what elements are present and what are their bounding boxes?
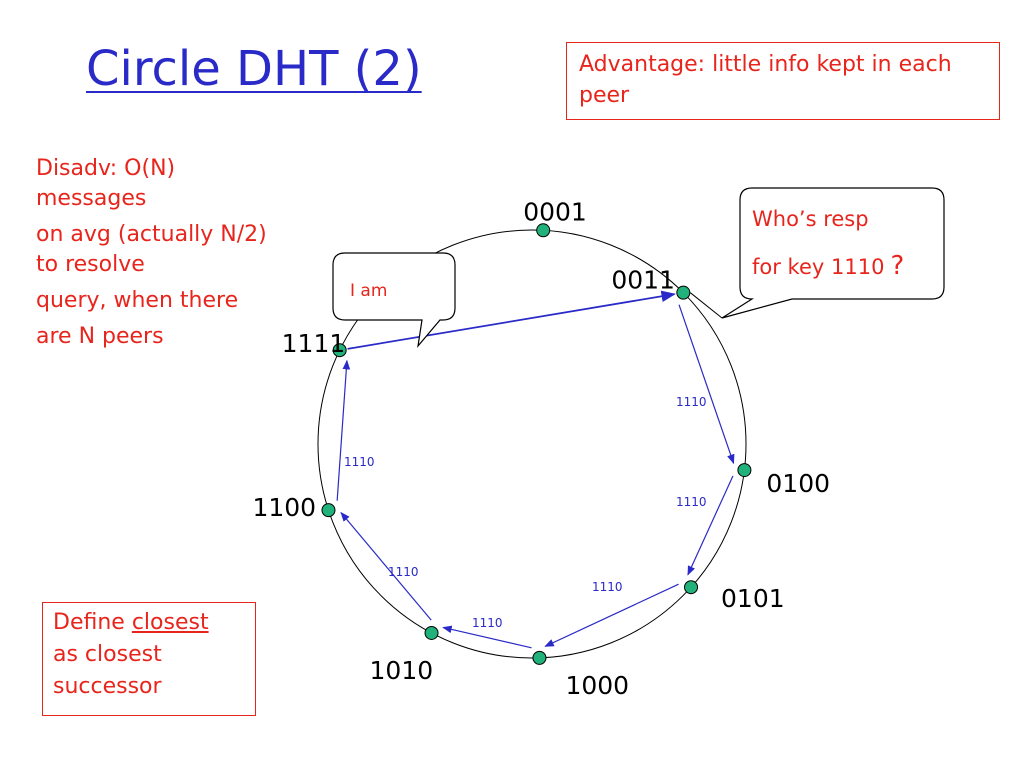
answer-text: I am <box>350 281 387 301</box>
node-label-0101: 0101 <box>721 584 785 613</box>
disadv-line-1: Disadv: O(N) <box>36 156 176 181</box>
ring-circle <box>317 229 747 659</box>
hop-label: 1110 <box>676 495 707 509</box>
define-keyword: closest <box>131 610 209 635</box>
ring-nodes: 0001 0011 0100 0101 1000 1010 1100 1111 <box>252 197 830 700</box>
svg-text:for key 1110?: for key 1110? <box>752 251 904 281</box>
hop-label: 1110 <box>592 580 623 594</box>
disadv-line-3: on avg (actually N/2) <box>36 222 267 247</box>
query-pointer <box>690 292 723 319</box>
disadv-line-2: messages <box>36 186 147 211</box>
ring-node-1010 <box>424 625 439 640</box>
ring-node-0011 <box>676 285 691 300</box>
answer-arrow-1111-0011 <box>347 290 676 350</box>
ring-node-0101 <box>684 580 699 595</box>
query-line-1: Who’s resp <box>752 207 869 231</box>
ring-node-0001 <box>536 223 551 238</box>
ring-node-1100 <box>321 503 336 518</box>
node-label-1010: 1010 <box>370 656 434 685</box>
hop-edges: 1110 1110 1110 1110 1110 1110 <box>336 290 735 649</box>
node-label-0001: 0001 <box>523 197 587 226</box>
page-title: Circle DHT (2) <box>86 41 422 97</box>
node-label-0100: 0100 <box>766 469 830 498</box>
ring-node-1000 <box>532 650 547 665</box>
node-label-1000: 1000 <box>565 671 629 700</box>
define-line-2: as closest <box>53 642 162 667</box>
advantage-box: Advantage: little info kept in each peer <box>566 42 1000 120</box>
advantage-text: Advantage: little info kept in each peer <box>579 52 952 108</box>
node-label-0011: 0011 <box>611 266 675 295</box>
query-callout <box>721 187 945 319</box>
hop-arrow-0011-0100 <box>678 304 735 465</box>
answer-callout <box>332 252 456 349</box>
query-line-2: for key 1110 <box>752 255 884 279</box>
ring-node-0100 <box>737 463 752 478</box>
hop-arrow-0100-0101 <box>687 475 734 576</box>
hop-label: 1110 <box>676 395 707 409</box>
node-label-1111: 1111 <box>282 329 346 358</box>
define-prefix: Define <box>53 610 132 635</box>
hop-label: 1110 <box>344 455 375 469</box>
hop-label: 1110 <box>388 565 419 579</box>
hop-arrow-1000-1010 <box>442 625 532 649</box>
disadv-line-5: query, when there <box>36 288 239 313</box>
define-box: Define closest as closest successor <box>42 602 256 716</box>
hop-arrow-0101-1000 <box>544 583 679 647</box>
disadv-line-4: to resolve <box>36 252 145 277</box>
node-label-1100: 1100 <box>252 493 316 522</box>
hop-arrow-1100-1111 <box>336 359 351 501</box>
query-mark: ? <box>890 251 904 281</box>
hop-arrow-1010-1100 <box>340 511 432 621</box>
disadv-line-6: are N peers <box>36 324 164 349</box>
define-line-3: successor <box>53 674 162 699</box>
hop-label: 1110 <box>472 616 503 630</box>
ring-node-1111 <box>332 343 347 358</box>
disadvantage-text: Disadv: O(N) messages on avg (actually N… <box>36 154 267 352</box>
